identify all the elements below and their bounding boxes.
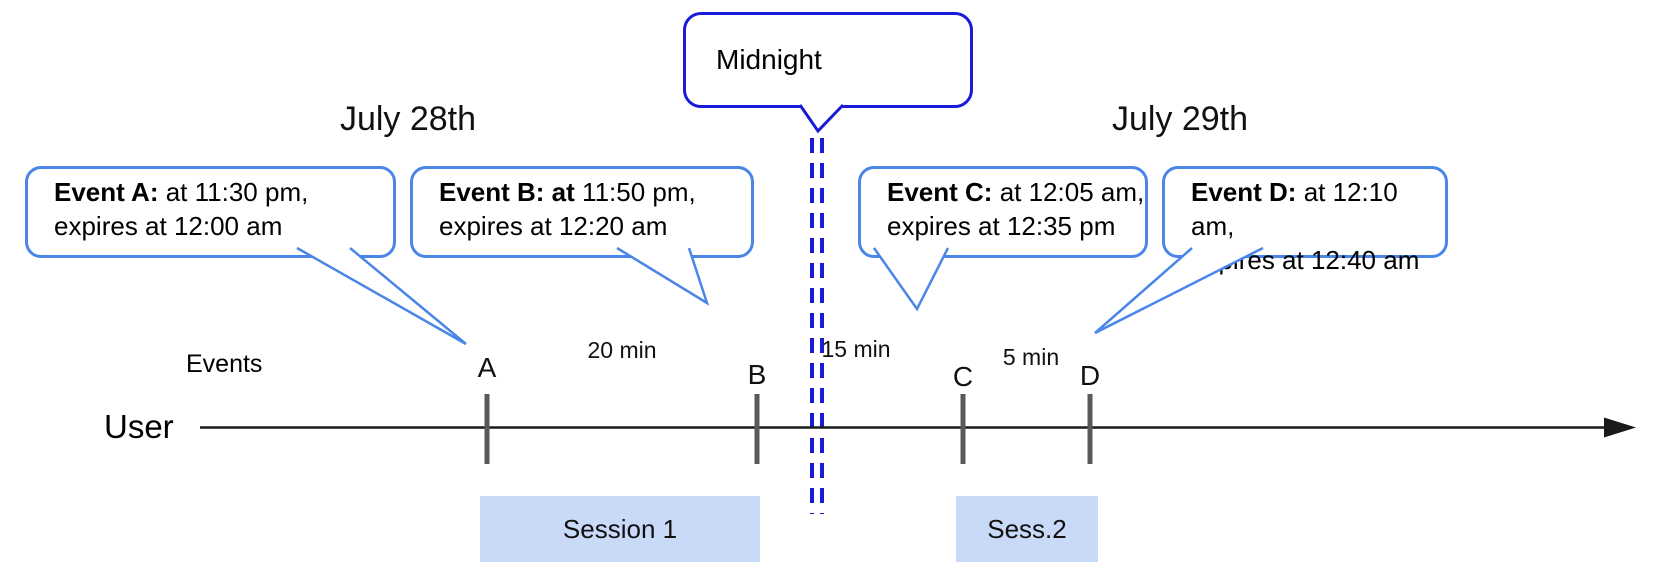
midnight-callout: Midnight <box>683 12 973 108</box>
gap-15min-label: 15 min <box>821 336 891 362</box>
session-1-bar: Session 1 <box>480 496 760 562</box>
event-b-line1: Event B: at 11:50 pm, <box>439 177 696 207</box>
tick-label-d: D <box>1079 360 1101 391</box>
date-july-28: July 28th <box>339 100 477 138</box>
user-axis-label: User <box>104 408 174 445</box>
tick-label-a: A <box>477 352 497 383</box>
midnight-callout-tail <box>798 103 845 134</box>
session-2-label: Sess.2 <box>987 513 1067 544</box>
event-d-callout: Event D: at 12:10 am, expires at 12:40 a… <box>1162 166 1448 275</box>
midnight-label: Midnight <box>716 44 822 75</box>
event-a-line1: Event A: at 11:30 pm, <box>54 177 309 207</box>
session-2-bar: Sess.2 <box>956 496 1098 562</box>
timeline-arrowhead-icon <box>1604 417 1636 438</box>
session-1-label: Session 1 <box>562 513 678 544</box>
event-b-callout: Event B: at 11:50 pm, expires at 12:20 a… <box>410 166 754 258</box>
event-d-line1: Event D: at 12:10 am, <box>1191 177 1398 241</box>
event-b-line2: expires at 12:20 am <box>439 211 668 241</box>
gap-20min-label: 20 min <box>587 337 657 363</box>
event-d-line2: expires at 12:40 am <box>1191 245 1420 275</box>
event-c-line2: expires at 12:35 pm <box>887 211 1116 241</box>
event-a-callout: Event A: at 11:30 pm, expires at 12:00 a… <box>25 166 396 258</box>
tick-label-c: C <box>952 361 974 392</box>
tick-label-b: B <box>747 359 767 390</box>
event-a-callout-tail <box>296 246 467 346</box>
gap-5min-label: 5 min <box>1002 344 1060 370</box>
event-a-line2: expires at 12:00 am <box>54 211 283 241</box>
event-c-callout: Event C: at 12:05 am, expires at 12:35 p… <box>858 166 1148 258</box>
date-july-29: July 29th <box>1111 100 1249 138</box>
event-c-line1: Event C: at 12:05 am, <box>887 177 1145 207</box>
events-axis-label: Events <box>186 350 263 378</box>
